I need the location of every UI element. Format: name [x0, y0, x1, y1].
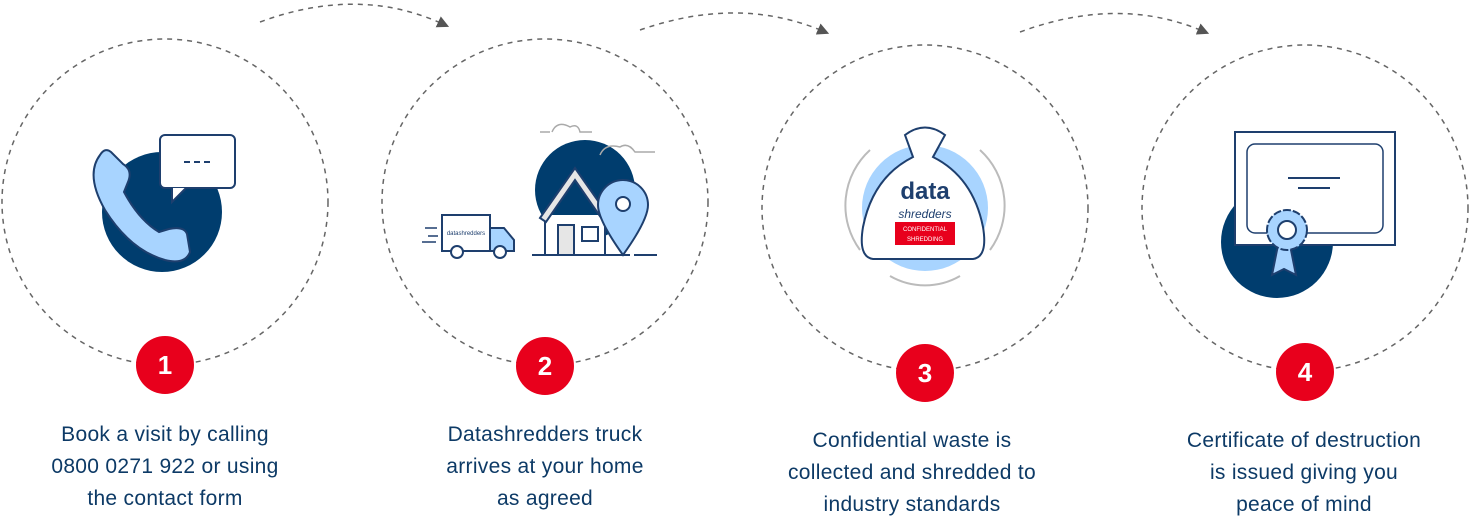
- step-2-circle: [381, 38, 709, 366]
- bag-logo-confidential: CONFIDENTIAL: [903, 227, 948, 233]
- step-2-line: as agreed: [496, 487, 594, 510]
- step-2-line: arrives at your home: [446, 455, 644, 478]
- step-4-circle: [1141, 44, 1469, 372]
- step-4-line: is issued giving you: [1209, 461, 1399, 484]
- step-4-badge: 4: [1276, 343, 1334, 401]
- arrow-2-3: [639, 12, 830, 35]
- step-4-description: Certificate of destruction is issued giv…: [1144, 425, 1464, 521]
- step-1-description: Book a visit by calling 0800 0271 922 or…: [5, 419, 325, 515]
- step-4-line: Certificate of destruction: [1186, 429, 1422, 452]
- step-1-line: Book a visit by calling: [61, 423, 269, 446]
- step-3-circle: [761, 44, 1089, 372]
- step-2-badge: 2: [516, 337, 574, 395]
- shred-bag-icon: data shredders CONFIDENTIAL SHREDDING: [844, 126, 1006, 287]
- arrow-3-4: [1019, 12, 1210, 35]
- step-1-badge: 1: [136, 336, 194, 394]
- phone-chat-icon: [92, 134, 236, 272]
- step-1-line: the contact form: [87, 487, 243, 510]
- certificate-icon: [1221, 131, 1396, 298]
- truck-house-icon: datashredders: [422, 123, 657, 259]
- arrow-1-2: [259, 3, 450, 28]
- step-3-line: collected and shredded to: [787, 461, 1036, 484]
- bag-logo-shredders: shredders: [898, 207, 951, 221]
- step-1-line: 0800 0271 922 or using: [51, 455, 279, 478]
- step-1-circle: [1, 38, 329, 366]
- bag-logo-shredding: SHREDDING: [907, 237, 943, 243]
- bag-logo-data: data: [900, 178, 950, 205]
- step-2-description: Datashredders truck arrives at your home…: [385, 419, 705, 515]
- step-3-description: Confidential waste is collected and shre…: [752, 425, 1072, 521]
- step-3-line: industry standards: [823, 493, 1001, 516]
- step-3-line: Confidential waste is: [812, 429, 1012, 452]
- step-2-line: Datashredders truck: [447, 423, 643, 446]
- step-4-line: peace of mind: [1236, 493, 1372, 516]
- truck-logo: datashredders: [447, 231, 485, 237]
- step-3-badge: 3: [896, 344, 954, 402]
